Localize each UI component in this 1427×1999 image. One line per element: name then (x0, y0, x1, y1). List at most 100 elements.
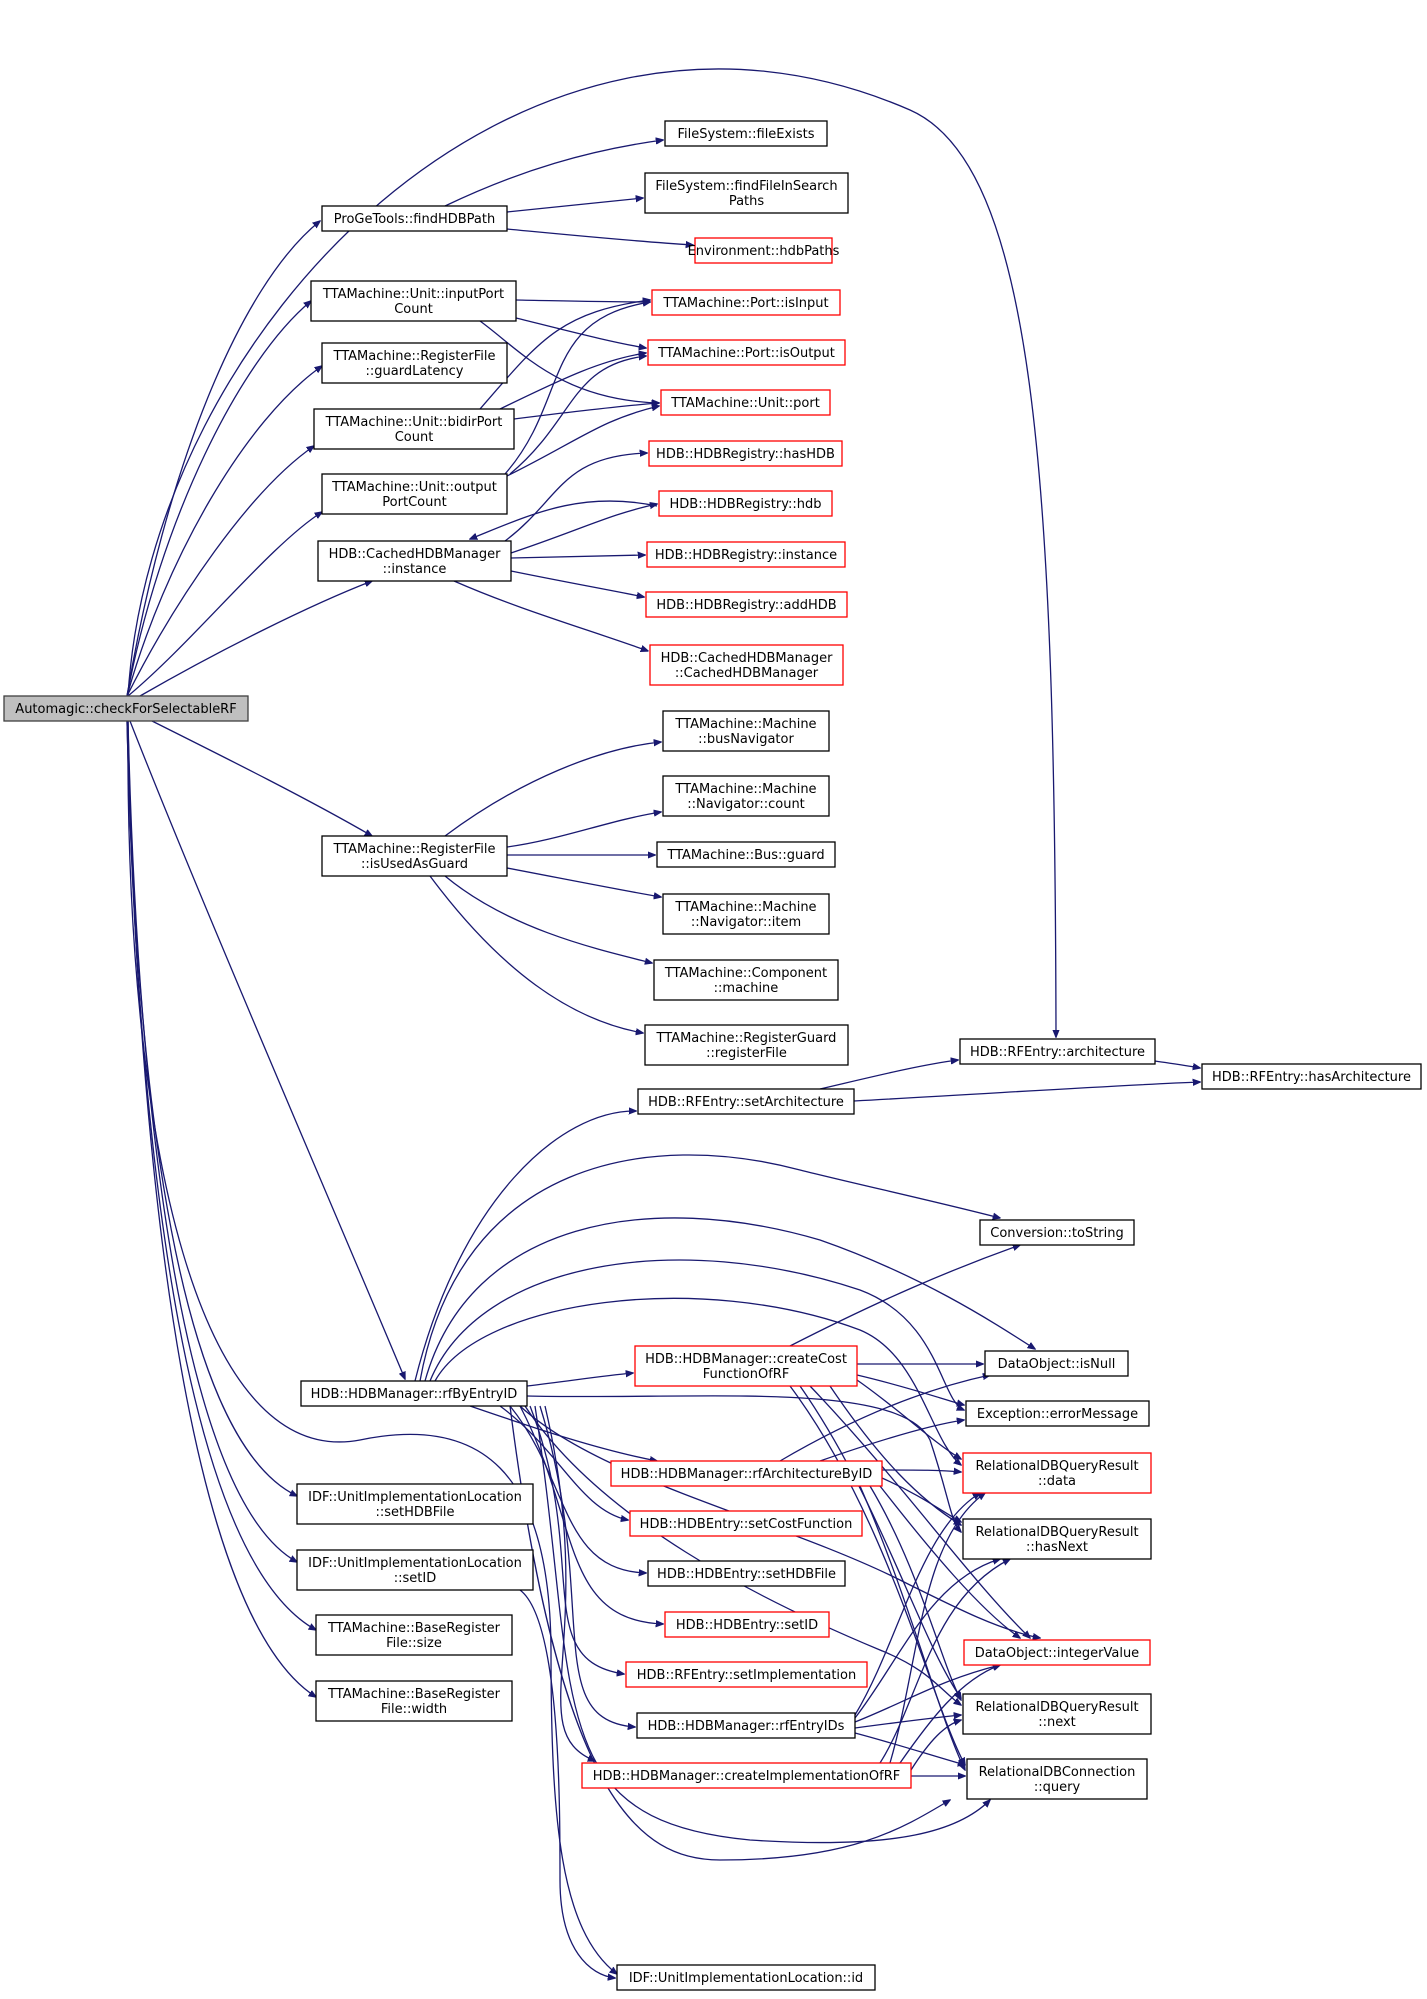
node-cachedCtor[interactable]: HDB::CachedHDBManager::CachedHDBManager (649, 644, 844, 686)
node-isNull[interactable]: DataObject::isNull (984, 1350, 1129, 1377)
node-root[interactable]: Automagic::checkForSelectableRF (3, 695, 249, 722)
edge-bidirPortCount-unitPort (513, 403, 659, 420)
node-label: ::setID (394, 1571, 436, 1586)
edge-root-uilId (127, 720, 617, 1974)
node-unitPort[interactable]: TTAMachine::Unit::port (660, 389, 831, 416)
node-qrData[interactable]: RelationalDBQueryResult::data (962, 1452, 1152, 1494)
node-label: ::Navigator::count (687, 797, 805, 812)
edge-rfByEntryID-setArchitecture (414, 1111, 636, 1382)
node-box (634, 1345, 858, 1387)
node-busGuard[interactable]: TTAMachine::Bus::guard (656, 841, 836, 868)
edge-root-setHDBFileIDF (127, 720, 297, 1496)
edge-root-isUsedAsGuard (151, 720, 372, 836)
node-label: HDB::HDBManager::rfByEntryID (311, 1387, 518, 1402)
node-setImplementation[interactable]: HDB::RFEntry::setImplementation (625, 1661, 868, 1688)
node-findHDBPath[interactable]: ProGeTools::findHDBPath (321, 205, 508, 232)
node-box (966, 1758, 1148, 1800)
node-label: TTAMachine::Bus::guard (666, 848, 824, 863)
node-qrNext[interactable]: RelationalDBQueryResult::next (962, 1693, 1152, 1735)
node-busNavigator[interactable]: TTAMachine::Machine::busNavigator (662, 710, 830, 752)
edge-rfByEntryID-rfArchitectureByID (469, 1405, 657, 1461)
node-entrySetHDBFile[interactable]: HDB::HDBEntry::setHDBFile (647, 1560, 846, 1587)
edge-cachedInstance-hasHDB (504, 453, 647, 542)
node-box (3, 695, 249, 722)
node-registryHdb[interactable]: HDB::HDBRegistry::hdb (658, 490, 833, 517)
node-label: ::CachedHDBManager (675, 666, 819, 681)
edge-root-brfWidth (126, 720, 316, 1697)
node-rfArchitectureByID[interactable]: HDB::HDBManager::rfArchitectureByID (610, 1460, 883, 1487)
node-componentMachine[interactable]: TTAMachine::Component::machine (653, 959, 839, 1001)
node-setIDIDF[interactable]: IDF::UnitImplementationLocation::setID (296, 1549, 534, 1591)
node-box (321, 473, 508, 515)
edge-root-architecture (127, 68, 1056, 1037)
node-hasArchitecture[interactable]: HDB::RFEntry::hasArchitecture (1201, 1063, 1422, 1090)
node-setCostFunction[interactable]: HDB::HDBEntry::setCostFunction (629, 1510, 863, 1537)
node-cachedInstance[interactable]: HDB::CachedHDBManager::instance (317, 540, 512, 582)
node-label: Count (394, 302, 433, 317)
node-box (965, 1400, 1150, 1427)
node-registryInstance[interactable]: HDB::HDBRegistry::instance (646, 541, 846, 568)
node-label: HDB::HDBEntry::setHDBFile (657, 1567, 836, 1582)
node-hasHDB[interactable]: HDB::HDBRegistry::hasHDB (648, 440, 843, 467)
node-createImpl[interactable]: HDB::HDBManager::createImplementationOfR… (581, 1762, 912, 1789)
node-registerFile[interactable]: TTAMachine::RegisterGuard::registerFile (644, 1024, 849, 1066)
node-label: HDB::RFEntry::architecture (970, 1045, 1145, 1060)
node-label: IDF::UnitImplementationLocation::id (629, 1971, 863, 1986)
node-label: ::machine (714, 981, 779, 996)
node-setHDBFileIDF[interactable]: IDF::UnitImplementationLocation::setHDBF… (296, 1483, 534, 1525)
node-entrySetID[interactable]: HDB::HDBEntry::setID (664, 1611, 830, 1638)
node-addHDB[interactable]: HDB::HDBRegistry::addHDB (645, 591, 848, 618)
node-label: TTAMachine::RegisterFile (333, 349, 496, 364)
node-label: DataObject::isNull (998, 1357, 1116, 1372)
node-uilId[interactable]: IDF::UnitImplementationLocation::id (616, 1964, 876, 1991)
node-hdbPaths[interactable]: Environment::hdbPaths (688, 237, 840, 264)
node-isInput[interactable]: TTAMachine::Port::isInput (651, 289, 841, 316)
edge-inputPortCount-isInput (515, 300, 650, 302)
node-label: TTAMachine::RegisterFile (333, 842, 496, 857)
node-integerValue[interactable]: DataObject::integerValue (963, 1639, 1151, 1666)
node-label: TTAMachine::Unit::bidirPort (325, 415, 503, 430)
node-label: TTAMachine::Machine (674, 782, 816, 797)
node-qrHasNext[interactable]: RelationalDBQueryResult::hasNext (962, 1518, 1152, 1560)
node-label: ::query (1034, 1780, 1081, 1795)
edge-setIDIDF-uilId (519, 1589, 615, 1978)
node-architecture[interactable]: HDB::RFEntry::architecture (959, 1038, 1156, 1065)
node-box (625, 1661, 868, 1688)
edge-rfByEntryID-connQuery (534, 1405, 990, 1844)
edge-rfByEntryID-integerValue (519, 1405, 1040, 1638)
node-label: RelationalDBQueryResult (975, 1459, 1138, 1474)
node-fileExists[interactable]: FileSystem::fileExists (664, 120, 828, 147)
edge-rfEntryIDs-qrData (854, 1493, 980, 1716)
edge-rfEntryIDs-connQuery (854, 1732, 965, 1765)
node-label: ::setHDBFile (375, 1505, 454, 1520)
node-box (651, 289, 841, 316)
node-isUsedAsGuard[interactable]: TTAMachine::RegisterFile::isUsedAsGuard (321, 835, 508, 877)
node-navItem[interactable]: TTAMachine::Machine::Navigator::item (662, 893, 830, 935)
edge-setArchitecture-architecture (819, 1060, 958, 1090)
edge-root-bidirPortCount (126, 446, 314, 697)
edge-root-guardLatency (126, 366, 322, 697)
edge-findHDBPath-fileExists (444, 140, 663, 207)
node-navCount[interactable]: TTAMachine::Machine::Navigator::count (662, 775, 830, 817)
node-rfEntryIDs[interactable]: HDB::HDBManager::rfEntryIDs (636, 1712, 856, 1739)
node-rfByEntryID[interactable]: HDB::HDBManager::rfByEntryID (300, 1380, 528, 1407)
edge-rfByEntryID-setImplementation (529, 1405, 624, 1674)
node-isOutput[interactable]: TTAMachine::Port::isOutput (647, 339, 846, 366)
node-label: TTAMachine::BaseRegister (327, 1687, 501, 1702)
node-toString[interactable]: Conversion::toString (979, 1219, 1135, 1246)
node-guardLatency[interactable]: TTAMachine::RegisterFile::guardLatency (321, 342, 508, 384)
node-box (647, 1560, 846, 1587)
node-box (694, 237, 833, 264)
node-setArchitecture[interactable]: HDB::RFEntry::setArchitecture (637, 1088, 855, 1115)
node-errorMessage[interactable]: Exception::errorMessage (965, 1400, 1150, 1427)
node-connQuery[interactable]: RelationalDBConnection::query (966, 1758, 1148, 1800)
node-label: Conversion::toString (990, 1226, 1124, 1241)
node-label: TTAMachine::Port::isInput (662, 296, 828, 311)
